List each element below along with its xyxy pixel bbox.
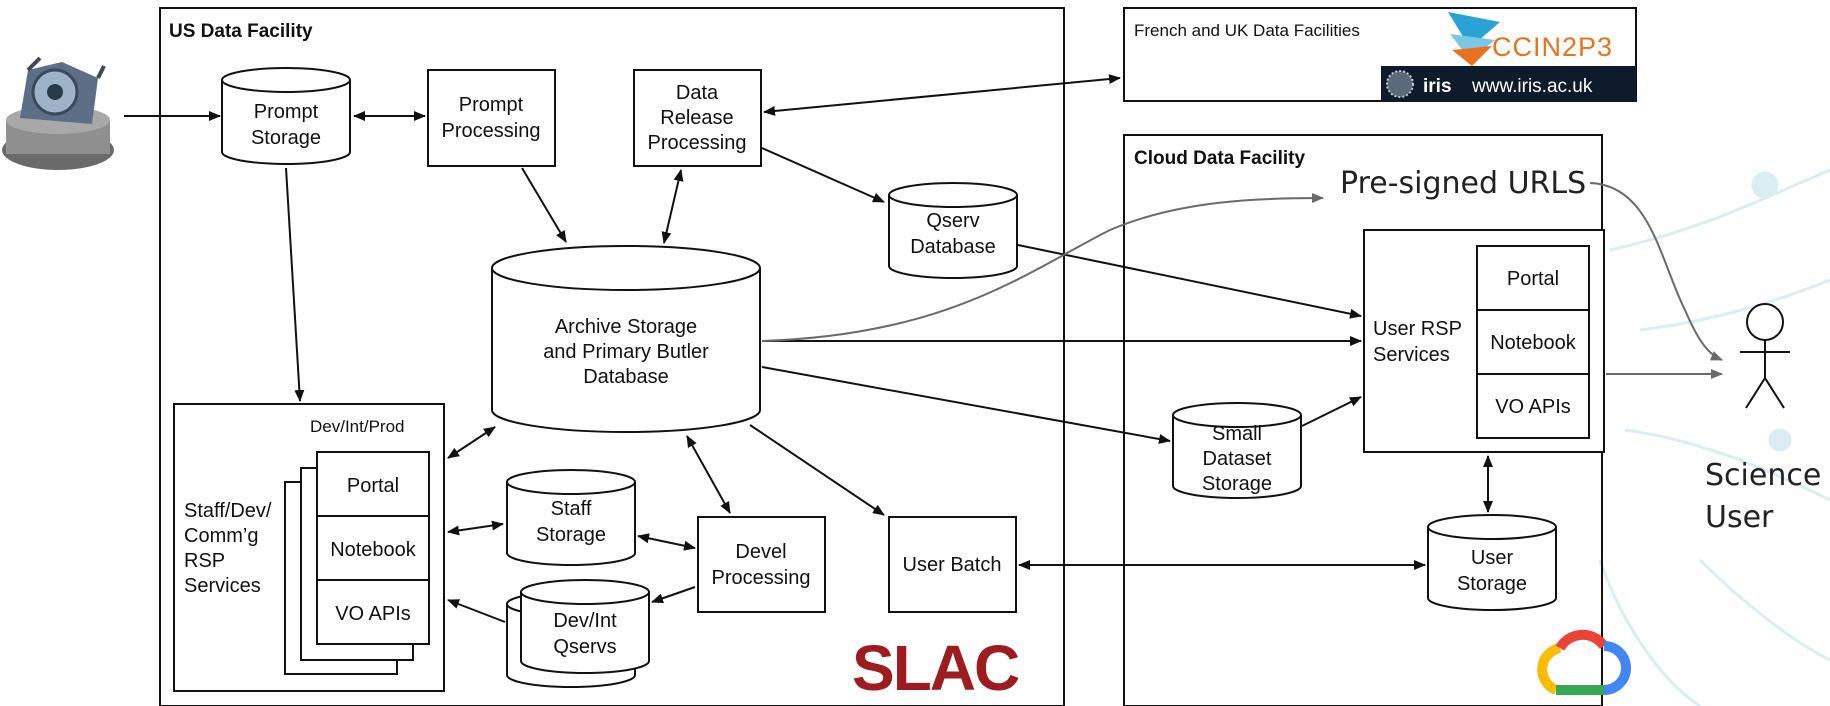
telescope-icon [2, 56, 114, 170]
arrow-staff-storage-devel [637, 533, 696, 551]
svg-text:Storage: Storage [536, 524, 606, 546]
arrow-archive-to-user-batch [749, 424, 885, 516]
svg-text:Qservs: Qservs [553, 636, 616, 658]
google-cloud-logo [1537, 629, 1631, 695]
science-user-label-2: User [1705, 500, 1774, 535]
staff-storage: Staff Storage [506, 469, 636, 566]
user-rsp-stack: Portal Notebook VO APIs [1476, 245, 1590, 439]
arrow-staff-rsp-staff-storage [447, 520, 504, 536]
svg-text:Cloud Data Facility: Cloud Data Facility [1134, 148, 1305, 169]
science-user-icon [1740, 303, 1790, 409]
svg-text:US Data Facility: US Data Facility [169, 21, 313, 42]
arrow-archive-devel [686, 435, 731, 514]
svg-text:CCIN2P3: CCIN2P3 [1492, 32, 1613, 62]
svg-text:and Primary Butler: and Primary Butler [543, 341, 709, 363]
svg-text:Comm’g: Comm’g [184, 525, 258, 547]
svg-text:Small: Small [1212, 423, 1262, 445]
svg-text:Processing: Processing [648, 132, 747, 154]
dev-int-prod-label: Dev/Int/Prod [310, 417, 405, 436]
svg-text:Services: Services [1373, 344, 1450, 366]
prompt-processing: Prompt Processing [427, 69, 556, 167]
slac-logo: SLAC [852, 632, 1021, 704]
ccin2p3-logo: CCIN2P3 [1448, 12, 1613, 66]
svg-text:www.iris.ac.uk: www.iris.ac.uk [1471, 76, 1593, 97]
iris-logo: iris www.iris.ac.uk [1381, 66, 1636, 102]
staff-rsp-services: Dev/Int/Prod Staff/Dev/ Comm’g RSP Servi… [173, 403, 445, 692]
arrow-devel-to-qservs [651, 586, 696, 604]
svg-text:Qserv: Qserv [926, 210, 979, 232]
svg-text:Data: Data [676, 82, 719, 104]
arrow-qservs-to-staff-rsp [447, 599, 506, 623]
arrow-qserv-to-user-rsp [1017, 244, 1362, 319]
svg-text:Dev/Int: Dev/Int [553, 610, 617, 632]
french-uk-data-facilities: French and UK Data Facilities [1123, 7, 1637, 102]
background-watermark [1598, 168, 1830, 706]
us-data-facility: US Data Facility [159, 7, 1065, 706]
svg-text:Prompt: Prompt [254, 101, 319, 123]
user-batch: User Batch [888, 516, 1017, 613]
science-user-label: Science [1705, 458, 1821, 493]
svg-text:Database: Database [910, 236, 996, 258]
user-storage: User Storage [1427, 514, 1557, 611]
arrow-archive-presigned-urls [761, 193, 1324, 342]
staff-rsp-stack: Portal Notebook VO APIs [316, 451, 430, 645]
arrow-archive-to-small-dataset [761, 366, 1171, 444]
svg-text:Storage: Storage [1202, 473, 1272, 495]
svg-text:Processing: Processing [442, 120, 541, 142]
presigned-urls-label: Pre-signed URLS [1340, 166, 1586, 201]
arrow-staff-rsp-archive [447, 426, 496, 459]
svg-text:Storage: Storage [251, 127, 321, 149]
dev-int-qservs: Dev/Int Qservs [506, 579, 650, 688]
arrow-data-release-to-qserv [761, 147, 885, 203]
svg-text:Devel: Devel [735, 541, 786, 563]
svg-text:Database: Database [583, 366, 669, 388]
small-dataset-storage: Small Dataset Storage [1172, 402, 1302, 499]
archive-storage: Archive Storage and Primary Butler Datab… [491, 245, 761, 433]
svg-text:Staff/Dev/: Staff/Dev/ [184, 500, 272, 522]
svg-text:Dataset: Dataset [1203, 448, 1272, 470]
svg-text:Processing: Processing [712, 567, 811, 589]
arrow-data-release-french-uk [763, 74, 1121, 116]
svg-text:SLAC: SLAC [852, 632, 1019, 704]
arrow-prompt-storage-to-staff-rsp [285, 167, 305, 402]
user-notebook: Notebook [1490, 332, 1577, 354]
arrow-presigned-to-science-user [1589, 182, 1723, 361]
staff-notebook: Notebook [330, 539, 417, 561]
svg-text:Services: Services [184, 575, 261, 597]
svg-text:RSP: RSP [184, 550, 225, 572]
user-rsp-services: User RSP Services Portal Notebook VO API… [1363, 229, 1605, 453]
data-release-processing: Data Release Processing [633, 69, 762, 167]
user-portal: Portal [1507, 268, 1559, 290]
arrow-small-dataset-to-user-rsp [1301, 396, 1362, 427]
staff-vo-apis: VO APIs [335, 603, 411, 625]
svg-text:Release: Release [660, 107, 733, 129]
svg-text:User RSP: User RSP [1373, 318, 1462, 340]
staff-portal: Portal [347, 475, 399, 497]
svg-text:Prompt: Prompt [459, 94, 524, 116]
prompt-storage: Prompt Storage [221, 67, 351, 165]
devel-processing: Devel Processing [697, 516, 826, 613]
svg-text:iris: iris [1423, 76, 1452, 97]
arrow-archive-data-release [661, 169, 684, 244]
user-vo-apis: VO APIs [1495, 396, 1571, 418]
arrow-prompt-processing-to-archive [521, 167, 567, 243]
svg-text:French and UK Data Facilities: French and UK Data Facilities [1134, 21, 1360, 40]
svg-text:Staff: Staff [551, 498, 592, 520]
svg-text:Archive Storage: Archive Storage [555, 316, 697, 338]
qserv-database: Qserv Database [888, 182, 1018, 279]
svg-text:User Batch: User Batch [903, 554, 1002, 576]
connectors [124, 74, 1723, 623]
svg-text:User: User [1471, 547, 1514, 569]
svg-text:Storage: Storage [1457, 573, 1527, 595]
